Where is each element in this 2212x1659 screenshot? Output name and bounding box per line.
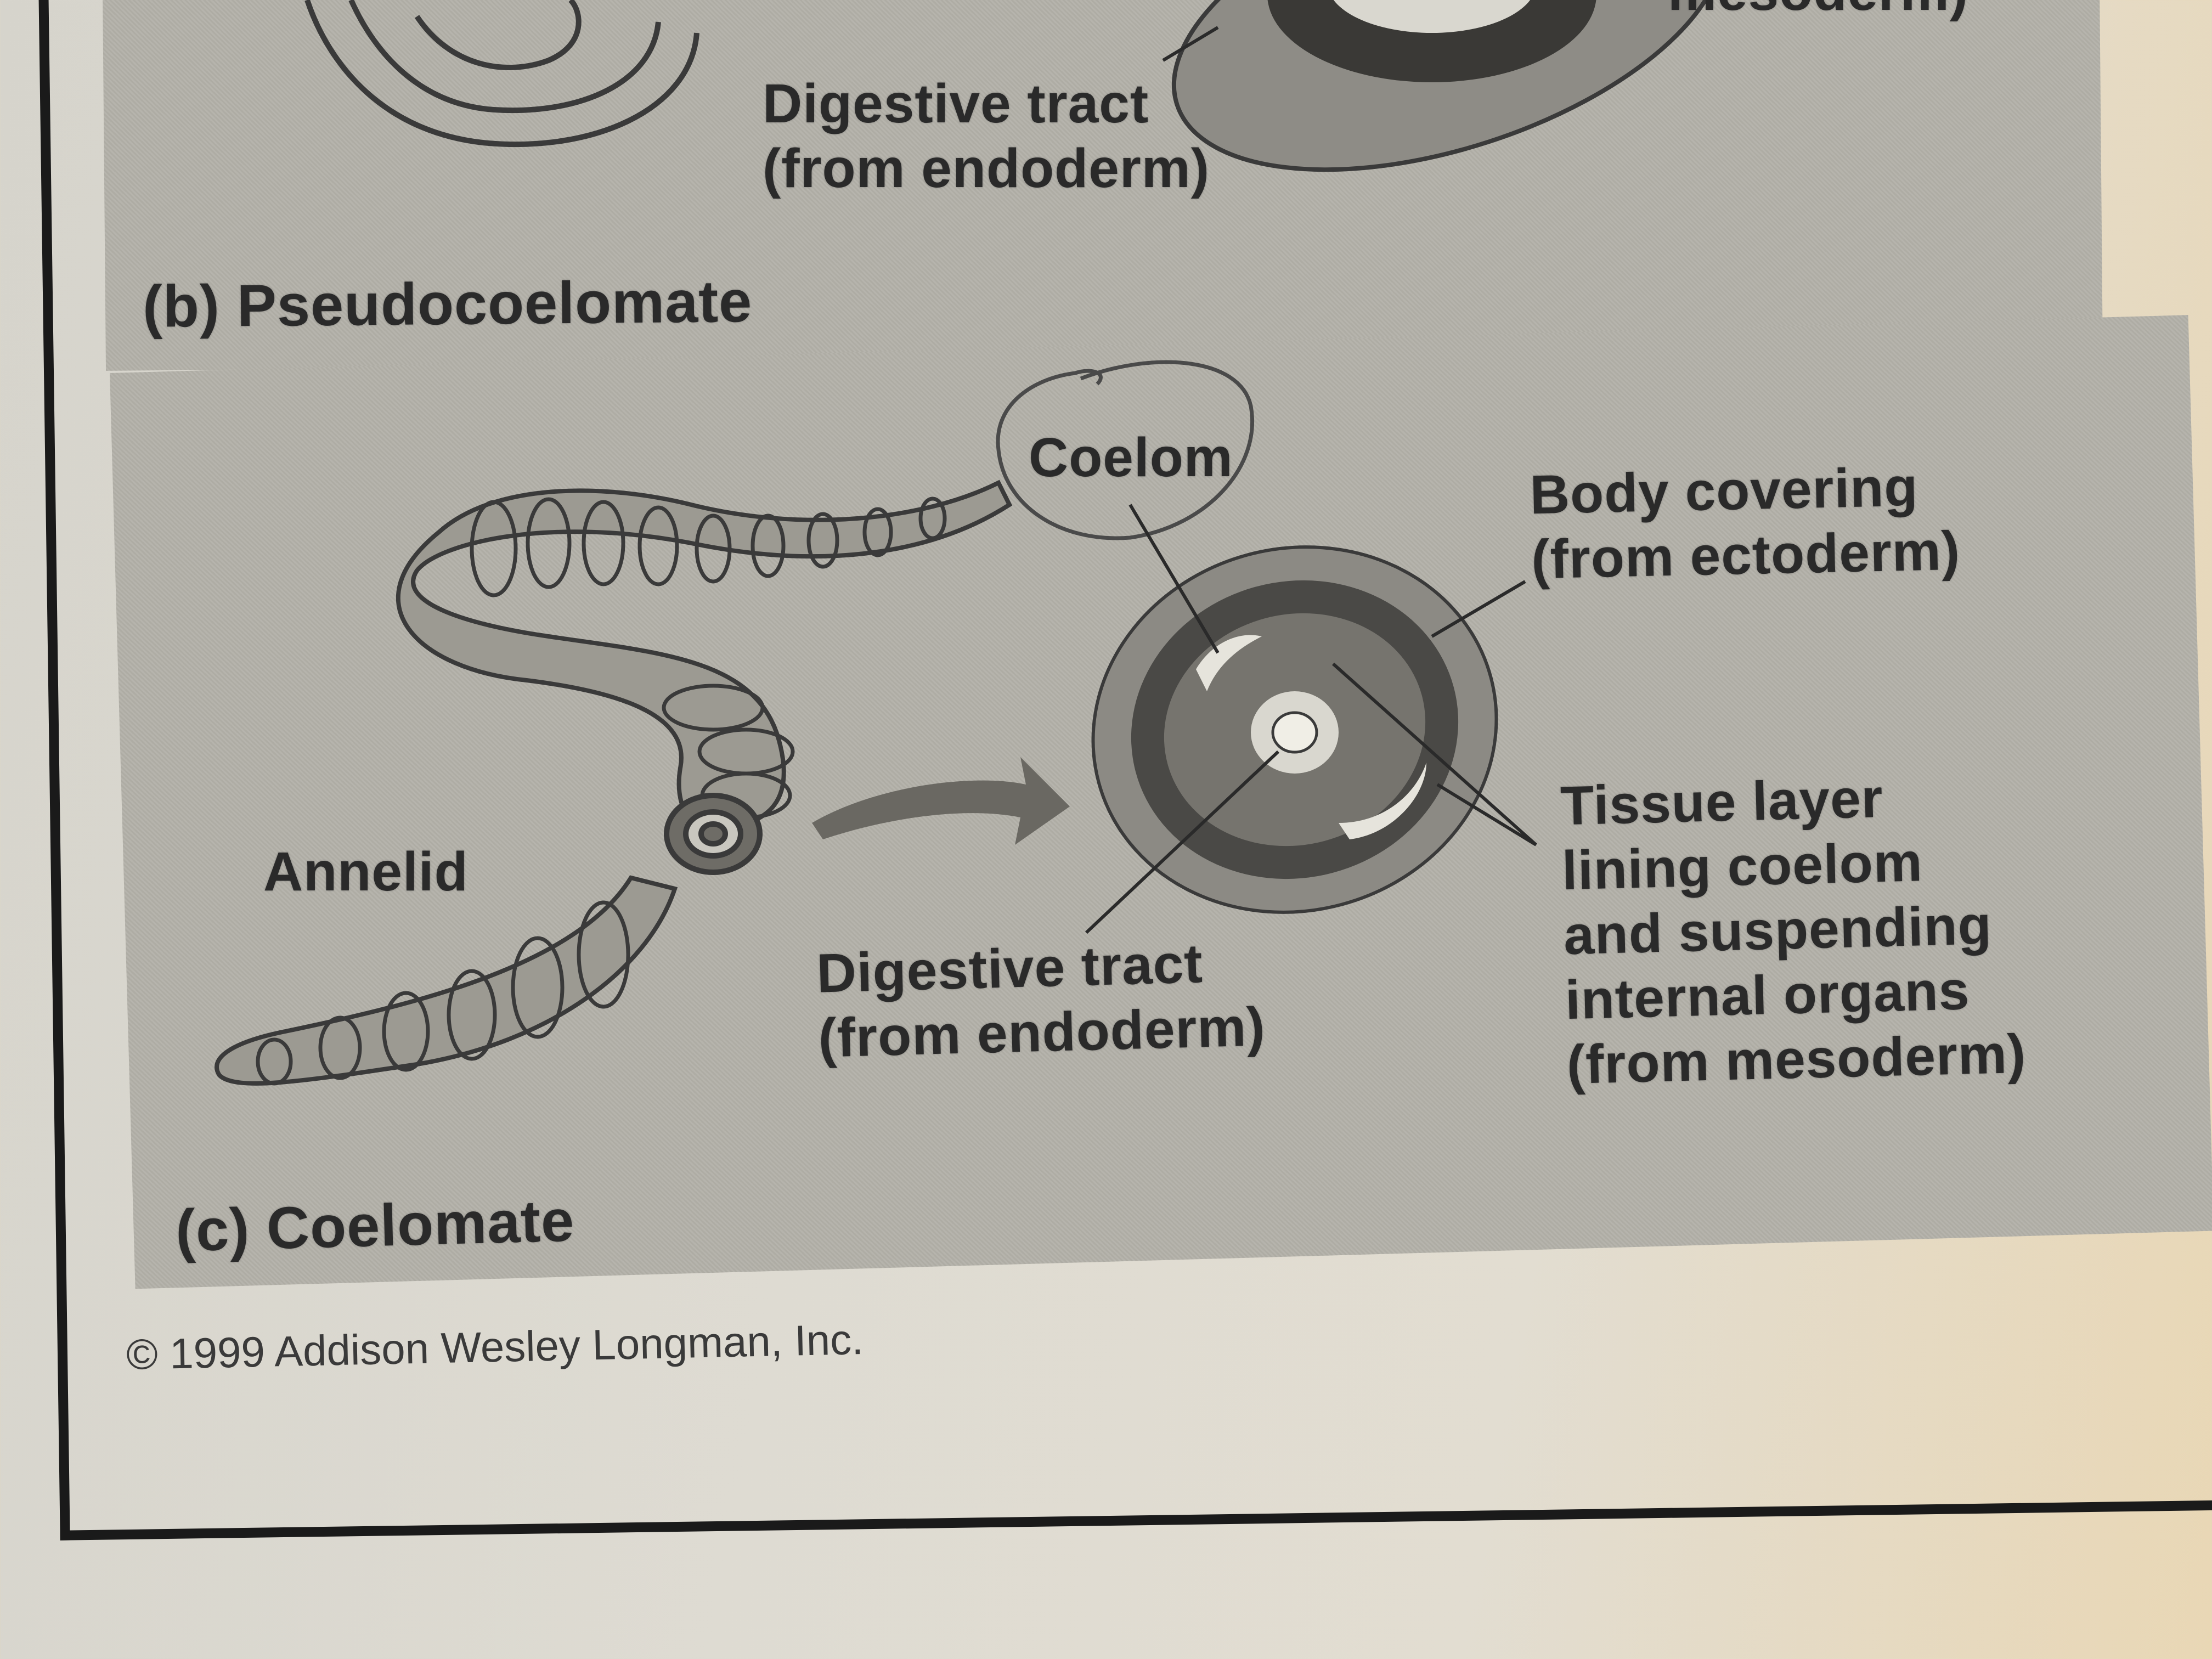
- leader-line-tissue-2: [1436, 783, 1537, 847]
- coelomate-cross-section: [1091, 545, 1498, 914]
- label-line: Tissue layer: [1559, 767, 1884, 837]
- caption-pseudocoelomate: (b) Pseudocoelomate: [142, 268, 753, 340]
- leader-lines: [1085, 504, 1537, 934]
- label-line: (from mesoderm): [1566, 1023, 2027, 1096]
- body-covering-label: Body covering (from ectoderm): [1530, 454, 1961, 592]
- leader-line-digestive-c: [1085, 750, 1280, 934]
- tissue-layer-label: Tissue layer lining coelom and suspendin…: [1560, 763, 2027, 1097]
- label-line: (from endoderm): [763, 138, 1210, 199]
- leader-line-coelom: [1128, 504, 1220, 654]
- annelid-segments: [256, 496, 947, 1086]
- label-line: (from endoderm): [817, 996, 1266, 1069]
- leader-line-tissue-1: [1332, 662, 1537, 847]
- label-line: and suspending: [1562, 894, 1993, 967]
- label-line: Body covering: [1529, 456, 1919, 526]
- label-line: (from ectoderm): [1531, 520, 1961, 591]
- digestive-tract-label-c: Digestive tract (from endoderm): [816, 929, 1266, 1070]
- label-line: Digestive tract: [816, 933, 1204, 1005]
- leader-line-body-covering: [1431, 580, 1526, 638]
- leader-line-b-digestive: [1162, 26, 1219, 62]
- label-line: internal organs: [1564, 960, 1971, 1031]
- digestive-tract-label-b: Digestive tract (from endoderm): [763, 71, 1210, 201]
- caption-coelomate: (c) Coelomate: [174, 1187, 575, 1264]
- mesoderm-label-fragment: mesoderm): [1668, 0, 1968, 24]
- annotation-circle: [996, 360, 1255, 540]
- coelom-cavity-left: [1196, 635, 1262, 691]
- coelom-cavity-right: [1339, 763, 1426, 839]
- coelom-label: Coelom: [1029, 427, 1233, 488]
- arrow-icon: [812, 757, 1070, 845]
- annelid-label: Annelid: [263, 841, 469, 902]
- roundworm-illustration: [304, 0, 699, 147]
- annelid-cut-end: [664, 793, 763, 875]
- label-line: lining coelom: [1561, 831, 1923, 902]
- label-line: Digestive tract: [763, 73, 1149, 134]
- pseudocoelomate-cross-section: [1171, 0, 1725, 172]
